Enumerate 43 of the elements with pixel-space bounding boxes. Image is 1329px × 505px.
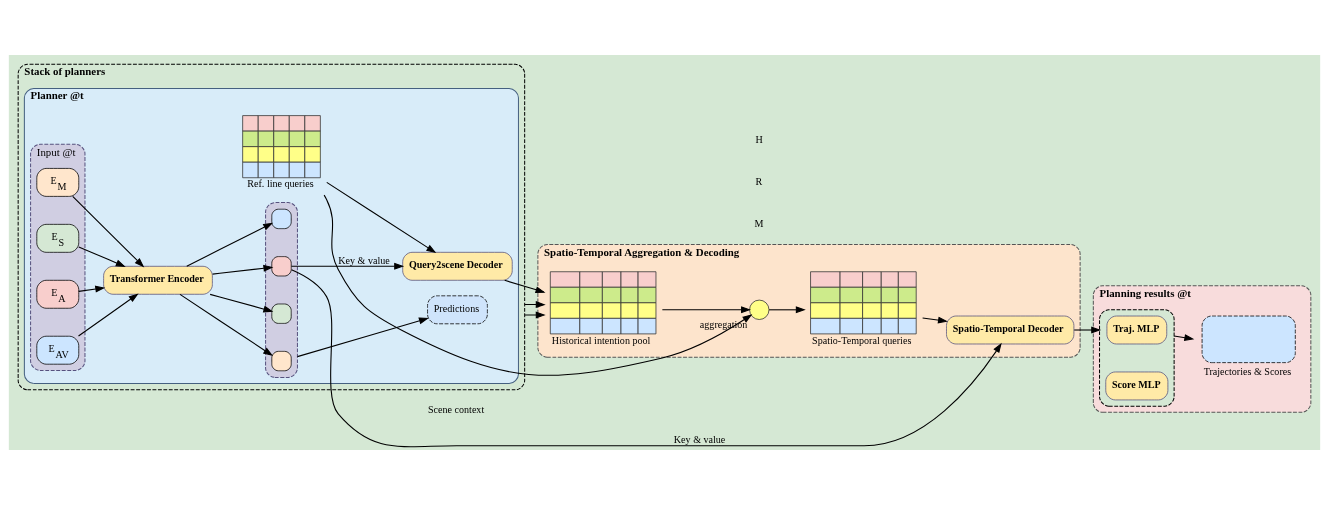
arrow bbox=[78, 285, 106, 293]
edge-label: Key & value bbox=[338, 254, 390, 266]
node-box: Traj. MLP bbox=[1106, 315, 1168, 345]
node-label: Ref. line queries bbox=[247, 178, 314, 190]
node-box bbox=[271, 256, 292, 277]
arrow bbox=[1073, 326, 1102, 334]
node-box bbox=[271, 303, 292, 324]
arrow bbox=[179, 293, 274, 356]
label: R bbox=[755, 176, 763, 188]
node-box bbox=[271, 351, 292, 372]
node-box: Query2scene Decoder bbox=[402, 251, 513, 281]
arrow bbox=[326, 181, 437, 254]
arrow bbox=[290, 262, 405, 270]
arrow bbox=[212, 264, 274, 275]
node-box: Transformer Encoder bbox=[103, 265, 213, 295]
node-label: Spatio-Temporal queries bbox=[812, 334, 912, 346]
arrow bbox=[1173, 334, 1195, 342]
arrow bbox=[504, 279, 546, 294]
node-box: Spatio-Temporal Decoder bbox=[946, 315, 1075, 345]
edge-label: Key & value bbox=[673, 433, 726, 445]
node-box: Score MLP bbox=[1105, 371, 1169, 401]
arrow bbox=[77, 293, 139, 337]
arrow bbox=[323, 194, 753, 376]
node-box bbox=[271, 208, 292, 229]
arrow bbox=[768, 306, 806, 314]
node-circle bbox=[749, 299, 770, 320]
label: Scene context bbox=[427, 403, 485, 415]
node-label: Input @t bbox=[36, 146, 76, 159]
node-box: Predictions bbox=[427, 295, 488, 325]
arrow bbox=[72, 195, 145, 268]
arrow bbox=[186, 222, 274, 267]
arrow bbox=[524, 311, 546, 319]
label: H bbox=[755, 134, 763, 146]
cluster bbox=[30, 143, 86, 371]
node-label: Historical intention pool bbox=[551, 334, 651, 346]
arrow bbox=[922, 316, 948, 324]
label: M bbox=[754, 218, 764, 229]
cluster bbox=[1099, 309, 1175, 407]
node-label: Trajectories & Scores bbox=[1203, 366, 1292, 378]
arrow bbox=[296, 317, 429, 358]
arrow bbox=[78, 246, 126, 267]
arrow bbox=[661, 306, 751, 314]
arrow bbox=[209, 293, 274, 313]
